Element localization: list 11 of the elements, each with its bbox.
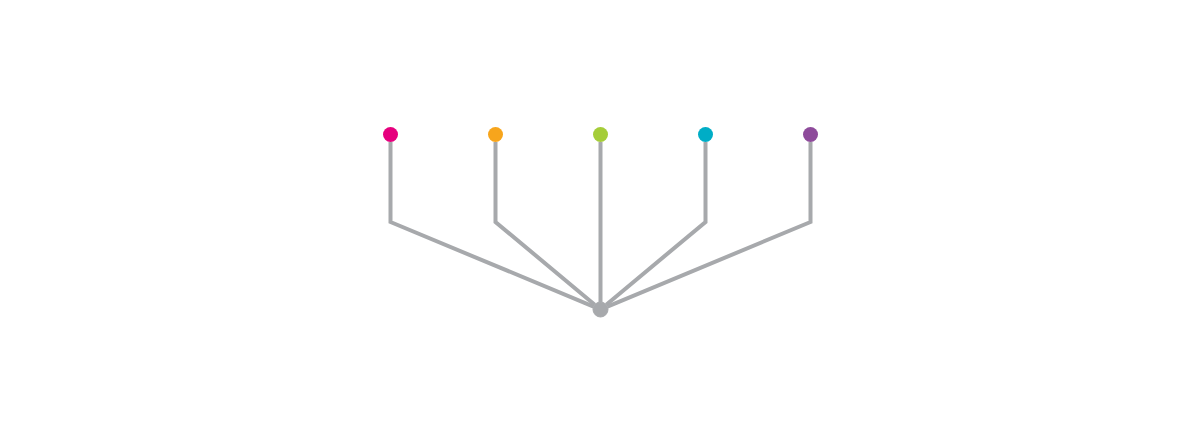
node-circle	[487, 127, 503, 142]
node-circle	[382, 127, 398, 142]
node-circle	[802, 127, 818, 142]
connector	[493, 142, 596, 307]
connector	[606, 142, 812, 309]
connector	[388, 142, 594, 309]
node-circle	[592, 127, 608, 142]
connector	[598, 142, 602, 302]
node-point	[592, 301, 608, 318]
node-circle	[697, 127, 713, 142]
connector	[604, 142, 707, 307]
